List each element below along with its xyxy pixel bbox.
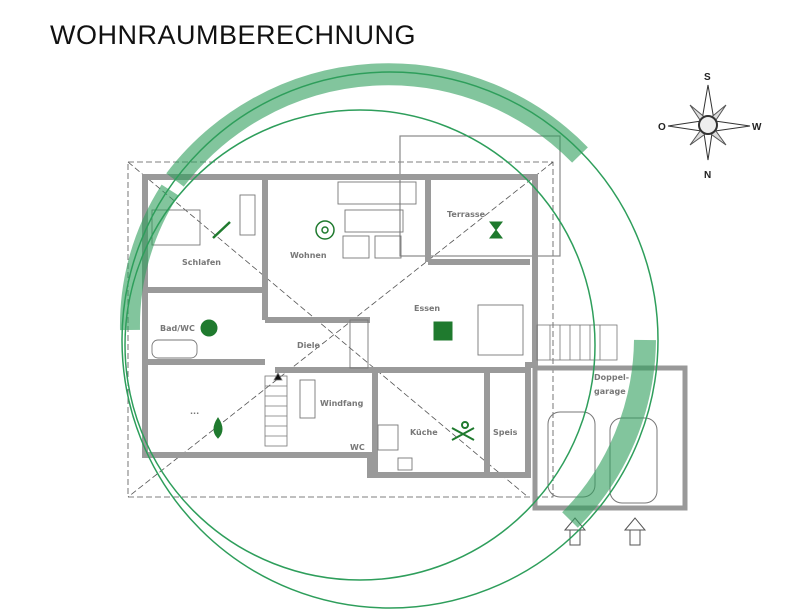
room-label-garage-2: garage [594, 387, 626, 396]
walls [142, 174, 538, 478]
yin-yang-icon [200, 319, 218, 337]
cross-icon [433, 321, 453, 341]
compass-south: S [704, 72, 711, 83]
stairs [264, 324, 618, 447]
compass-north: N [704, 170, 711, 181]
room-label-kueche: Küche [410, 428, 438, 437]
compass-rose-icon: S O W N [658, 72, 762, 181]
garage [532, 365, 688, 546]
room-label-bad: Bad/WC [160, 324, 195, 333]
room-label-terrasse: Terrasse [447, 210, 486, 219]
page-title: WOHNRAUMBERECHNUNG [50, 20, 416, 50]
room-label-schlafen: Schlafen [182, 258, 221, 267]
drop-icon [213, 417, 223, 439]
terrace-canopy [399, 135, 561, 257]
feng-shui-symbols [200, 220, 503, 441]
room-label-diele: Diele [297, 341, 321, 350]
scissors-icon [451, 421, 475, 441]
room-label-windfang: Windfang [320, 399, 364, 408]
room-label-wc: WC [350, 443, 365, 452]
room-label-garage-1: Doppel- [594, 373, 629, 382]
compass-east: O [658, 122, 666, 133]
energy-circle [119, 63, 659, 609]
compass-west: W [752, 122, 762, 133]
flower-icon [315, 220, 335, 240]
room-label-essen: Essen [414, 304, 440, 313]
room-label-unnamed: ... [190, 407, 199, 416]
room-label-wohnen: Wohnen [290, 251, 327, 260]
hourglass-icon [489, 221, 503, 239]
room-label-speis: Speis [493, 428, 518, 437]
pencil-icon [212, 221, 231, 239]
